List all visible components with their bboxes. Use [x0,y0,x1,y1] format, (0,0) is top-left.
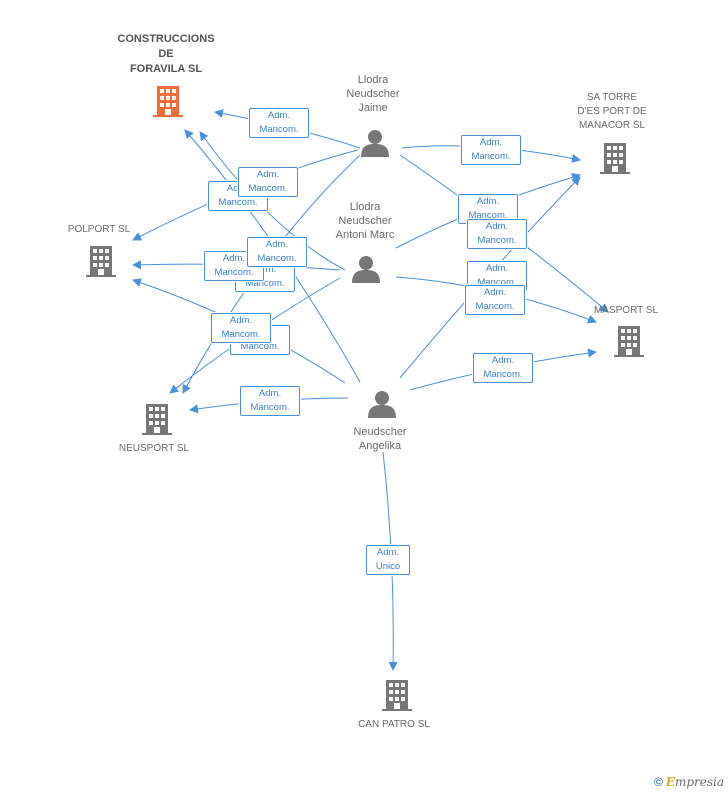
edge-label: Adm. Mancom. [211,313,271,343]
jaime-label[interactable]: Llodra Neudscher Jaime [346,74,400,114]
jaime-person-icon[interactable] [361,130,389,157]
polport-label[interactable]: POLPORT SL [67,224,131,235]
edge-label: Adm. Mancom. [238,167,298,197]
angelika-person-icon[interactable] [368,391,396,418]
copyright-icon: © [653,775,663,789]
edge-label: Adm. Mancom. [465,285,525,315]
edge-label: Adm. Unico [366,545,410,575]
satorre-building-icon[interactable] [600,143,630,174]
neusport-building-icon[interactable] [142,404,172,435]
antoni-label[interactable]: Llodra Neudscher Antoni Marc [335,201,395,241]
masport-building-icon[interactable] [614,326,644,357]
edges [132,109,609,671]
edge-label: Adm. Mancom. [467,219,527,249]
angelika-label[interactable]: Neudscher Angelika [353,426,407,452]
edge-label: Adm. Mancom. [249,108,309,138]
masport-label[interactable]: MASPORT SL [593,305,659,316]
edge-label: Adm. Mancom. [247,237,307,267]
neusport-label[interactable]: NEUSPORT SL [118,443,190,454]
edge-label: Adm. Mancom. [473,353,533,383]
edge-antoni-construccions [199,131,346,271]
canpatro-label[interactable]: CAN PATRO SL [358,719,430,730]
polport-building-icon[interactable] [86,246,116,277]
antoni-person-icon[interactable] [352,256,380,283]
construccions-building-icon[interactable] [153,86,183,117]
edge-label: Adm. Mancom. [240,386,300,416]
satorre-label[interactable]: SA TORRE D'ES PORT DE MANACOR SL [577,92,647,131]
edge-label: Adm. Mancom. [461,135,521,165]
construccions-label[interactable]: CONSTRUCCIONS DE FORAVILA SL [117,33,215,75]
canpatro-building-icon[interactable] [382,680,412,711]
brand-footer[interactable]: ©Empresia [654,775,724,789]
brand-logo: Empresia [665,775,724,789]
